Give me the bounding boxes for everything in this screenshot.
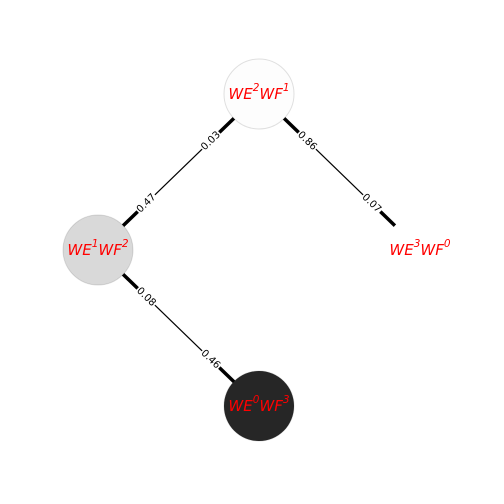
edge-segment-thin [145, 296, 212, 360]
node-left-label: WE1WF2 [67, 238, 128, 259]
edge-label-start-bg [132, 283, 160, 311]
node-bottom-circle [223, 370, 295, 442]
node-right-circle [385, 215, 455, 285]
nodes-layer [62, 58, 455, 442]
edge-segment-thin [145, 140, 212, 204]
edges-layer [96, 92, 422, 408]
edge-label-start-bg [293, 127, 321, 155]
node-right-label: WE3WF0 [389, 238, 450, 259]
edge-label-start-bg [197, 127, 225, 155]
edge-label-end-bg [358, 189, 386, 217]
edge-label-end-bg [197, 345, 225, 373]
node-top-circle [223, 58, 295, 130]
node-bottom-label: WE0WF3 [228, 394, 289, 415]
edge-segment-thin [306, 140, 373, 204]
node-top-label: WE2WF1 [228, 82, 289, 103]
node-left-circle [62, 214, 134, 286]
edge-label-end-bg [132, 189, 160, 217]
